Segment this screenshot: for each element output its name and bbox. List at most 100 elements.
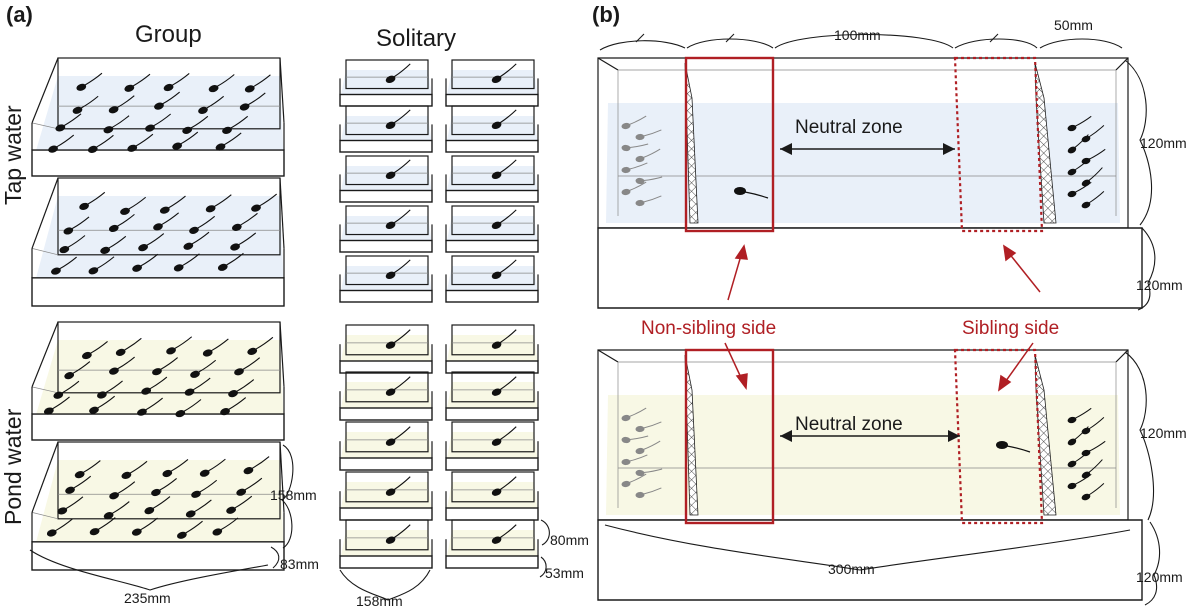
sol-tank-tap-1-2 (445, 155, 539, 203)
dim-brace-top-2 (1137, 227, 1156, 311)
top-brace-1-tick (635, 33, 645, 43)
tadpole-icon (385, 476, 411, 496)
dim-brace-length (604, 524, 1131, 571)
dim-top-h1: 120mm (1140, 135, 1187, 151)
tadpole-icon (205, 194, 232, 213)
pond-water-label: Pond water (0, 408, 26, 525)
tadpole-icon (109, 481, 136, 500)
top-brace-2 (686, 38, 774, 49)
tadpole-icon (63, 216, 90, 235)
dim-bot-h2: 120mm (1136, 569, 1183, 585)
tadpole-icon (635, 468, 663, 477)
group-title: Group (135, 21, 202, 48)
tadpole-icon (65, 475, 92, 494)
dim-brace-bot-2 (1144, 521, 1161, 606)
tadpole-icon (621, 454, 648, 466)
tadpole-icon (190, 359, 217, 378)
tadpole-icon (198, 95, 225, 114)
tadpole-icon (491, 329, 517, 349)
tadpole-icon (183, 231, 210, 250)
tadpole-icon (64, 361, 91, 380)
sol-tank-pond-0-2 (339, 421, 433, 471)
sol-height-brace (540, 519, 550, 546)
group-tanks (31, 57, 285, 571)
tadpole-icon (115, 337, 142, 356)
tadpole-icon (162, 458, 189, 478)
dim-bot-h1: 120mm (1140, 425, 1187, 441)
group-tank-tap-2 (31, 177, 285, 307)
neutral-zone-bottom: Neutral zone (795, 414, 903, 435)
tadpole-icon (87, 134, 114, 153)
sol-height-dim: 80mm (550, 532, 589, 548)
tadpole-icon (1081, 125, 1105, 143)
tadpole-icon (108, 95, 135, 114)
tadpole-icon (137, 397, 163, 416)
sibling-zone (953, 56, 1044, 233)
sibling-zone (953, 348, 1044, 525)
sol-tank-pond-1-0 (445, 324, 539, 374)
tadpole-icon (72, 95, 99, 114)
dim-top-h2: 120mm (1136, 277, 1183, 293)
tadpole-icon (57, 496, 84, 515)
sol-tank-tap-1-4 (445, 255, 539, 303)
tadpole-icon (159, 195, 186, 214)
sol-tank-pond-0-3 (339, 471, 433, 521)
tadpole-icon (55, 113, 82, 132)
tadpole-icon (212, 517, 239, 536)
tadpole-icon (491, 376, 517, 396)
tadpole-icon (46, 518, 73, 537)
tadpole-icon (251, 193, 278, 212)
tadpole-icon (635, 176, 663, 185)
tadpole-icon (151, 477, 177, 497)
tadpole-icon (635, 440, 661, 455)
top-brace-right (1039, 38, 1123, 49)
tadpole-icon (491, 426, 517, 446)
non-sibling-zone (684, 348, 775, 525)
tadpole-icon (220, 397, 247, 416)
non-sibling-zone (684, 56, 775, 233)
top-brace-4 (954, 38, 1038, 49)
choice-tank-pond (597, 348, 1143, 601)
tadpole-icon (621, 435, 649, 444)
tadpole-icon (48, 134, 75, 153)
dim-50mm: 50mm (1054, 17, 1093, 33)
tadpole-icon (141, 376, 168, 395)
tadpole-icon (491, 476, 517, 496)
sol-depth-dim: 53mm (545, 565, 584, 581)
sibling-side-label: Sibling side (962, 318, 1059, 339)
tadpole-icon (234, 357, 261, 376)
tadpole-icon (51, 256, 77, 275)
tadpole-icon (385, 63, 411, 83)
tadpole-icon (621, 115, 647, 130)
group-length-dim: 235mm (124, 590, 171, 606)
tadpole-icon (1081, 191, 1105, 209)
sol-length-brace (339, 569, 431, 601)
tadpole-icon (244, 74, 271, 93)
tadpole-icon (621, 181, 647, 196)
tadpole-icon (1067, 134, 1089, 154)
sol-tank-tap-0-1 (339, 105, 433, 153)
sol-tank-pond-0-0 (339, 324, 433, 374)
tadpole-icon (138, 233, 165, 252)
tadpole-icon (88, 256, 115, 275)
tadpole-icon (131, 517, 158, 536)
tadpole-icon (621, 473, 647, 488)
tadpole-icon (182, 115, 209, 134)
tadpole-icon (43, 396, 70, 415)
tadpole-icon (635, 421, 662, 433)
tadpole-icon (184, 377, 211, 396)
sol-tank-tap-0-3 (339, 205, 433, 253)
tadpole-icon (208, 74, 235, 93)
tadpole-icon (185, 499, 212, 518)
sol-depth-brace (539, 556, 547, 578)
tadpole-icon (172, 131, 199, 150)
tadpole-icon (385, 329, 411, 349)
tadpole-icon (120, 196, 147, 215)
tadpole-icon (76, 72, 103, 91)
focal-tadpole-icon (996, 441, 1031, 453)
tadpole-icon (177, 520, 203, 539)
tadpole-icon (53, 380, 80, 399)
tadpole-icon (491, 259, 517, 279)
tadpole-icon (239, 92, 266, 111)
tadpole-icon (635, 148, 661, 163)
